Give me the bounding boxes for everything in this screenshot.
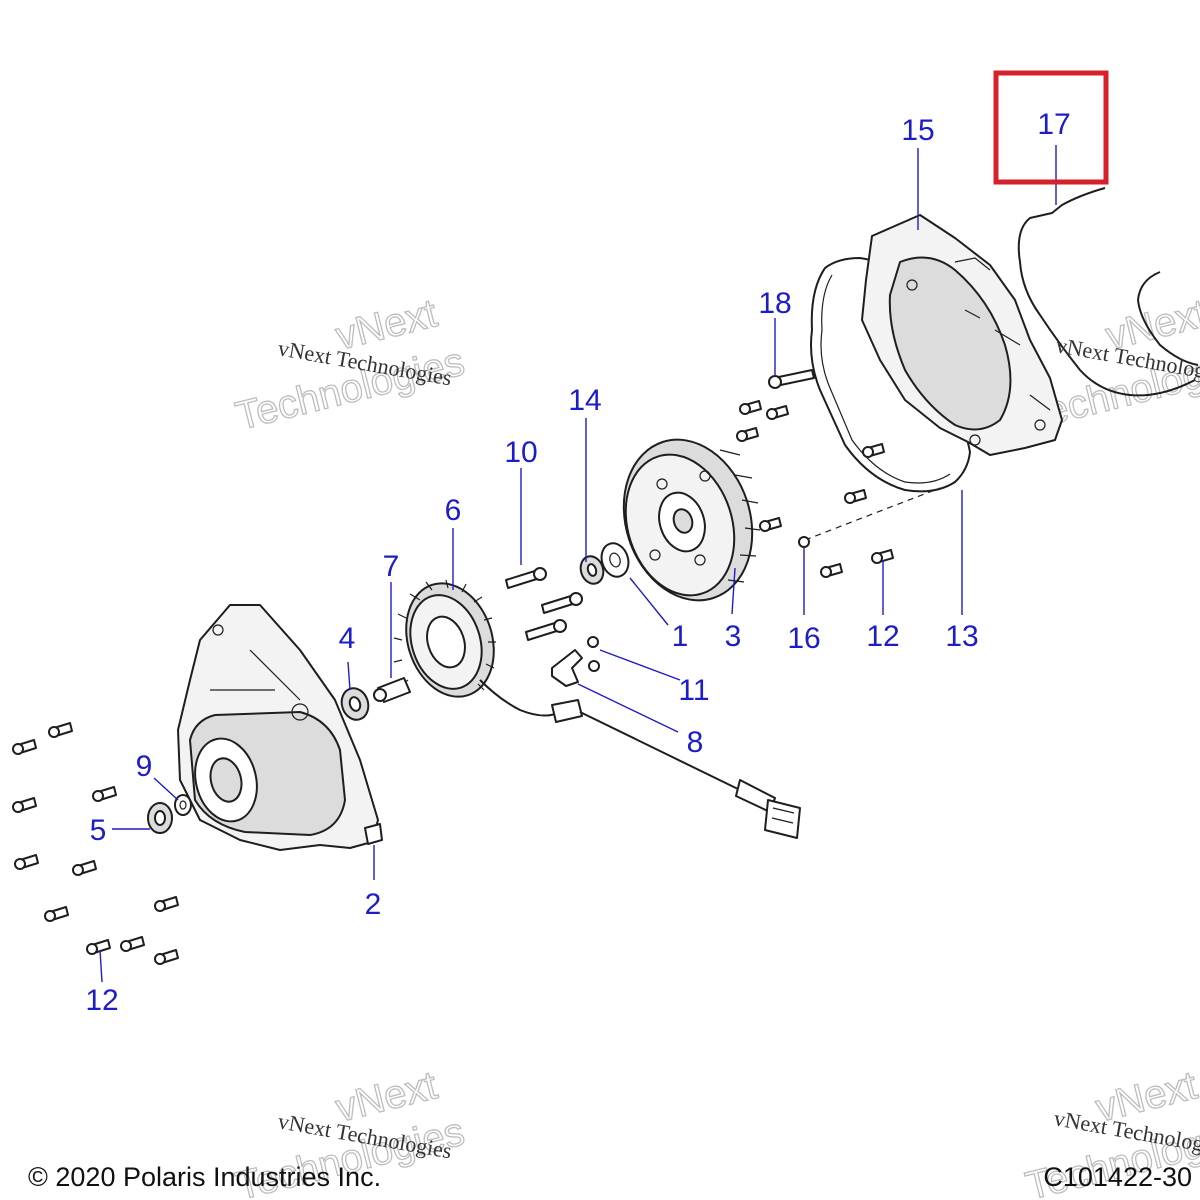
callout-15: 15 (901, 114, 934, 147)
cover-bolts (736, 400, 894, 578)
callout-5: 5 (90, 814, 107, 847)
part-16-dowel (798, 487, 941, 548)
callout-17-highlight-box (993, 70, 1109, 185)
callout-2: 2 (365, 888, 382, 921)
part-4-bushing (340, 687, 370, 721)
part-1-washer (600, 542, 630, 578)
part-11-screws (587, 636, 600, 672)
callout-11: 11 (678, 674, 709, 707)
part-10-bolts (505, 567, 583, 641)
callout-14: 14 (568, 384, 601, 417)
callout-13: 13 (945, 620, 978, 653)
callout-1: 1 (672, 620, 689, 653)
part-18-bolt (768, 369, 815, 389)
part-3-flywheel (622, 438, 761, 602)
callout-8: 8 (687, 726, 704, 759)
callouts: 1 2 3 4 5 6 7 8 9 10 11 12 12 13 14 15 1… (85, 108, 1070, 1017)
callout-18: 18 (758, 287, 791, 320)
part-7-sensor (373, 677, 411, 703)
footer-copyright: © 2020 Polaris Industries Inc. (28, 1162, 381, 1192)
callout-4: 4 (339, 622, 356, 655)
part-14-washer (579, 555, 605, 585)
part-15-cover (861, 214, 1063, 456)
callout-10: 10 (504, 436, 537, 469)
callout-9: 9 (136, 750, 153, 783)
part-8-clamp (551, 649, 583, 687)
callout-17: 17 (1037, 108, 1070, 141)
callout-7: 7 (383, 550, 400, 583)
part-5-seal (147, 802, 173, 834)
leader-lines (99, 145, 1057, 983)
part-17-seal (1017, 187, 1199, 397)
callout-12-right: 12 (866, 620, 899, 653)
callout-3: 3 (725, 620, 742, 653)
callout-16: 16 (787, 622, 820, 655)
part-9-washer (174, 794, 192, 816)
part-12-bolts (12, 722, 179, 965)
callout-6: 6 (445, 494, 462, 527)
callout-12-bottom: 12 (85, 984, 118, 1017)
footer-diagram-code: C101422-30 (1043, 1162, 1192, 1192)
part-2-housing (177, 604, 383, 851)
part-6-stator (393, 579, 801, 839)
